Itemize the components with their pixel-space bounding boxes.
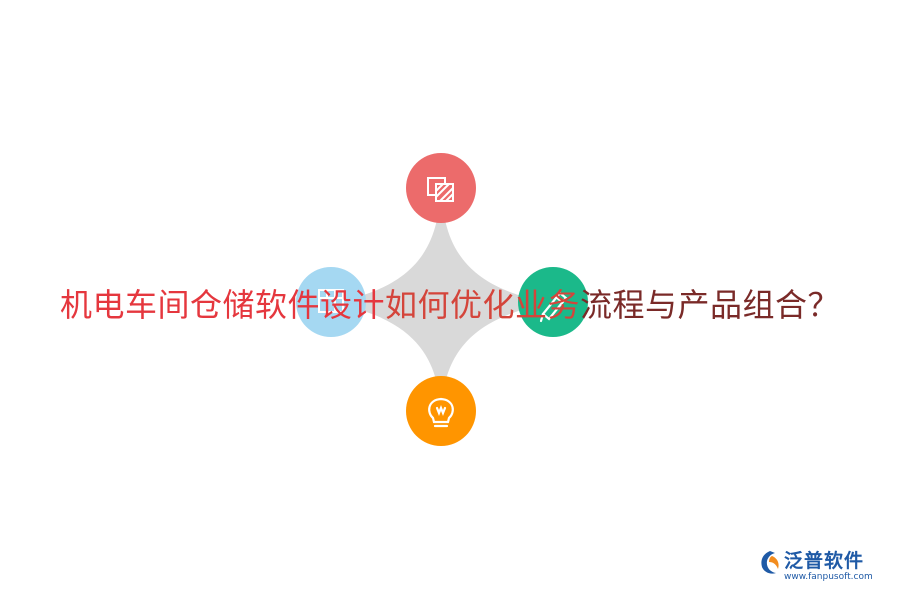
title-part-3: 流程与产品组合？ xyxy=(580,286,841,324)
star-connector xyxy=(330,188,552,412)
page-title: 机电车间仓储软件设计如何优化业务流程与产品组合？ xyxy=(0,283,900,327)
lightbulb-icon xyxy=(428,397,454,428)
brand-logo: 泛普软件 www.fanpusoft.com xyxy=(758,546,888,586)
title-part-2: 如何优化业务 xyxy=(384,286,580,324)
node-right xyxy=(518,267,588,337)
node-top xyxy=(406,153,476,223)
columns-grid-icon xyxy=(318,289,344,313)
logo-name: 泛普软件 xyxy=(784,550,865,572)
node-bottom xyxy=(406,376,476,446)
node-left xyxy=(296,267,366,337)
logo-url: www.fanpusoft.com xyxy=(784,572,873,582)
pencil-icon xyxy=(539,291,568,323)
striped-squares-icon xyxy=(427,177,454,202)
title-part-1: 机电车间仓储软件设计 xyxy=(59,286,385,324)
fanpu-logo-icon xyxy=(761,551,779,574)
